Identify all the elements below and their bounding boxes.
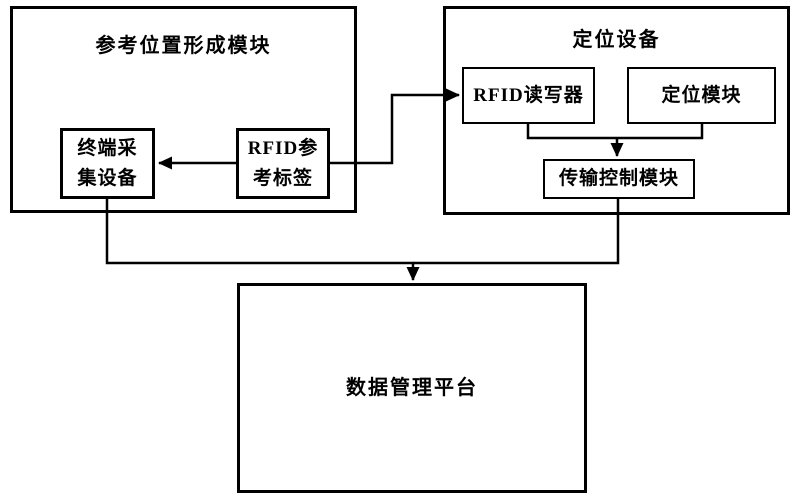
rfid-reference-tag-box: RFID参 考标签: [236, 128, 330, 199]
reference-position-module-title: 参考位置形成模块: [95, 35, 272, 57]
data-platform-label: 数据管理平台: [346, 376, 478, 399]
transmission-control-box: 传输控制模块: [543, 159, 695, 199]
positioning-module-label: 定位模块: [661, 84, 742, 106]
rfid-reader-label: RFID读写器: [473, 84, 584, 106]
terminal-device-label-line1: 终端采: [77, 138, 138, 160]
rfid-reference-tag-label-line1: RFID参: [247, 138, 319, 160]
terminal-device-box: 终端采 集设备: [60, 128, 155, 199]
positioning-device-title: 定位设备: [572, 29, 661, 51]
positioning-module-box: 定位模块: [627, 67, 776, 124]
transmission-control-label: 传输控制模块: [558, 168, 679, 190]
rfid-reader-box: RFID读写器: [462, 67, 595, 124]
rfid-reference-tag-label-line2: 考标签: [252, 167, 313, 189]
data-platform-box: 数据管理平台: [237, 283, 587, 493]
terminal-device-label-line2: 集设备: [77, 167, 138, 189]
